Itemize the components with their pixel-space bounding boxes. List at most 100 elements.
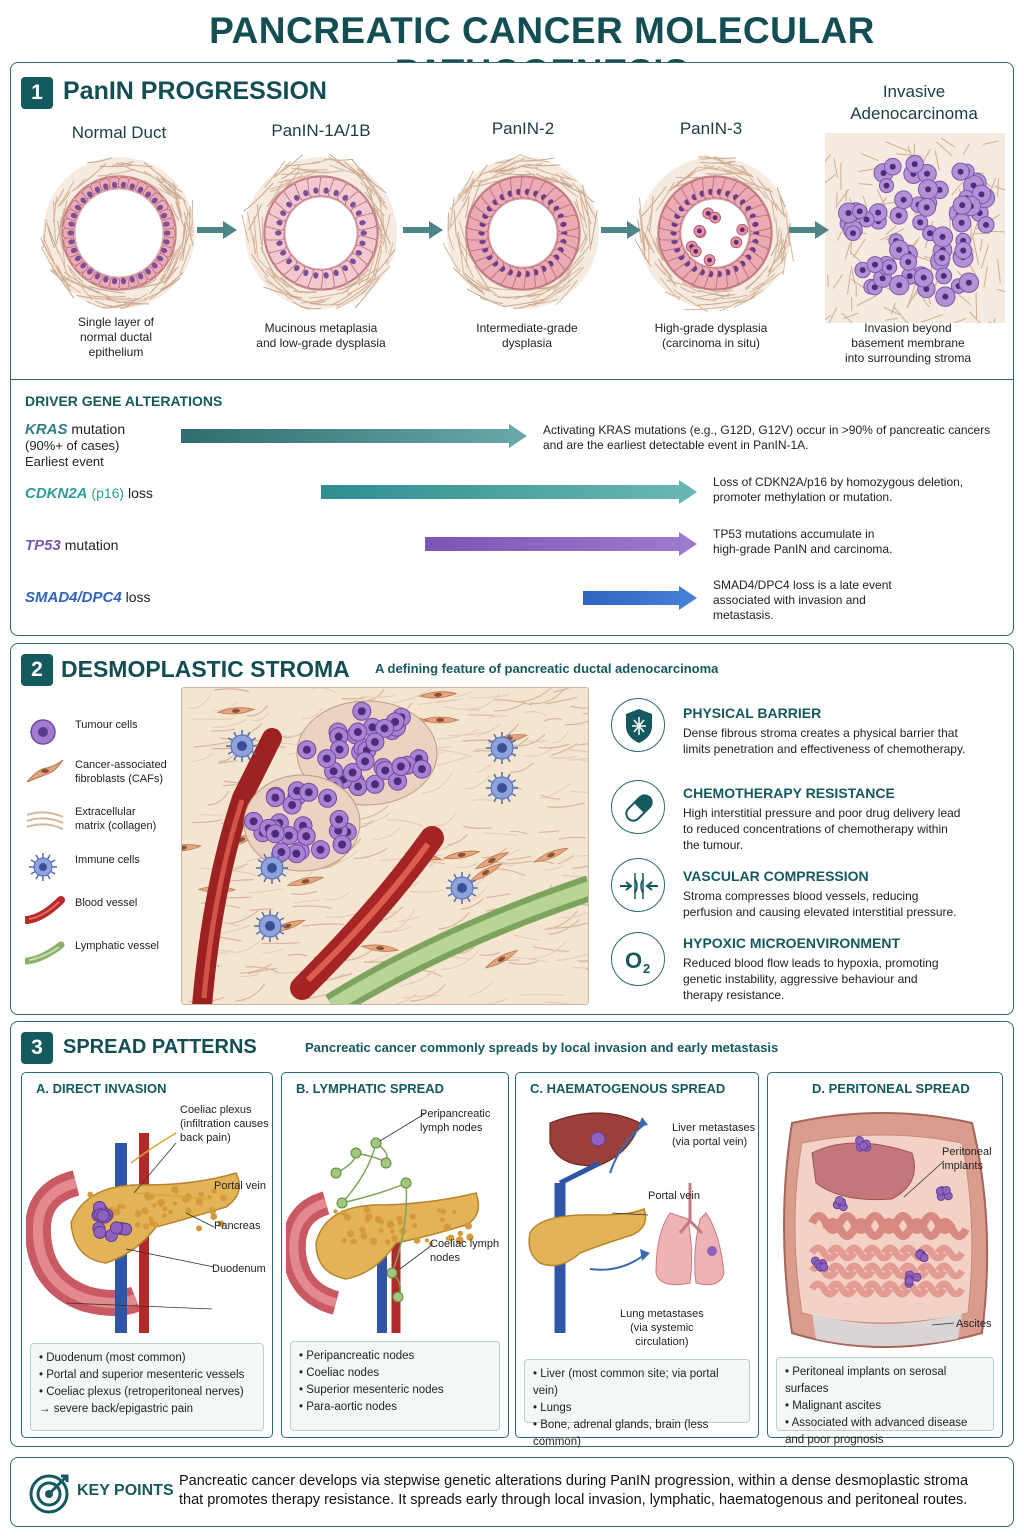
smad4-timeline-arrow: [583, 586, 697, 610]
panin3-illustration: [635, 154, 794, 312]
stage-label-panin3: PanIN-3: [679, 119, 743, 138]
feature-desc-chemo-resistance: High interstitial pressure and poor drug…: [683, 806, 961, 852]
blood-vessel-icon: [25, 896, 65, 924]
progression-arrow: [403, 221, 443, 239]
section-title: SPREAD PATTERNS: [63, 1036, 257, 1058]
section-subtitle: Pancreatic cancer commonly spreads by lo…: [305, 1040, 779, 1055]
feature-desc-physical-barrier: Dense fibrous stroma creates a physical …: [683, 726, 966, 756]
key-points-panel: KEY POINTS Pancreatic cancer develops vi…: [10, 1457, 1014, 1527]
section-number-badge: 3: [21, 1032, 53, 1064]
invasive-adenocarcinoma-illustration: [825, 133, 1005, 323]
gene-label-tp53: TP53 mutation: [25, 537, 119, 554]
section-title: PanIN PROGRESSION: [63, 77, 327, 105]
section-title: DESMOPLASTIC STROMA: [61, 656, 350, 682]
haematogenous-spread-illustration: [528, 1112, 725, 1333]
panin2-illustration: [443, 153, 599, 310]
annotation-liver-metastases: Liver metastases(via portal vein): [672, 1122, 756, 1148]
section-divider: [11, 379, 1013, 380]
route-title: B. LYMPHATIC SPREAD: [296, 1081, 445, 1096]
section-number-badge: 1: [21, 77, 53, 109]
feature-title-physical-barrier: PHYSICAL BARRIER: [683, 705, 822, 721]
feature-title-chemo-resistance: CHEMOTHERAPY RESISTANCE: [683, 785, 895, 801]
annotation-ascites: Ascites: [956, 1318, 992, 1330]
tumour-cell-icon: [30, 719, 56, 745]
section-subtitle: A defining feature of pancreatic ductal …: [375, 661, 719, 676]
normal-duct-illustration: [40, 157, 195, 310]
legend-immune-cells: Immune cells: [25, 849, 185, 885]
route-title: A. DIRECT INVASION: [36, 1081, 167, 1096]
annotation-pancreas: Pancreas: [214, 1220, 261, 1232]
annotation-portal-vein: Portal vein: [214, 1180, 266, 1192]
annotation-duodenum: Duodenum: [212, 1263, 266, 1275]
stage-label-panin2: PanIN-2: [491, 119, 555, 138]
panin-progression-panel: 1 PanIN PROGRESSION Normal Duct PanIN-1A…: [10, 62, 1014, 636]
feature-desc-hypoxic: Reduced blood flow leads to hypoxia, pro…: [683, 956, 939, 1002]
target-icon: [29, 1474, 69, 1514]
cdkn2a-description: Loss of CDKN2A/p16 by homozygous deletio…: [713, 475, 964, 504]
feature-title-hypoxic: HYPOXIC MICROENVIRONMENT: [683, 935, 901, 951]
direct-invasion-illustration: [26, 1132, 241, 1333]
shield-icon: [611, 698, 665, 752]
route-sites-list: • Peritoneal implants on serosal surface…: [776, 1357, 994, 1446]
route-title: C. HAEMATOGENOUS SPREAD: [530, 1081, 726, 1096]
gene-label-smad4: SMAD4/DPC4 loss: [25, 589, 151, 606]
feature-desc-vascular-compression: Stroma compresses blood vessels, reducin…: [683, 889, 957, 919]
key-points-label: KEY POINTS: [77, 1482, 174, 1499]
tp53-timeline-arrow: [425, 532, 697, 556]
stroma-illustration: [181, 687, 589, 1005]
progression-arrow: [197, 221, 237, 239]
spread-patterns-panel: 3 SPREAD PATTERNS Pancreatic cancer comm…: [10, 1021, 1014, 1448]
stroma-scene: [182, 688, 588, 1004]
collagen-icon: [26, 811, 64, 830]
svg-text:O: O: [625, 948, 642, 973]
desmoplastic-stroma-panel: 2 DESMOPLASTIC STROMA A defining feature…: [10, 643, 1014, 1015]
gene-label-kras: KRAS mutation (90%+ of cases) Earliest e…: [25, 421, 126, 469]
driver-genes-heading: DRIVER GENE ALTERATIONS: [25, 393, 223, 409]
section-number-badge: 2: [21, 654, 53, 686]
progression-arrow: [789, 221, 829, 239]
route-sites-list: • Peripancreatic nodes• Coeliac nodes• S…: [290, 1341, 500, 1431]
immune-cell-icon: [29, 853, 57, 881]
route-sites-list: • Liver (most common site; via portal ve…: [524, 1359, 750, 1448]
stage-desc-panin3: High-grade dysplasia(carcinoma in situ): [654, 321, 768, 350]
feature-title-vascular-compression: VASCULAR COMPRESSION: [683, 868, 869, 884]
stage-label-invasive: Invasive Adenocarcinoma: [850, 82, 978, 123]
key-points-text: Pancreatic cancer develops via stepwise …: [179, 1473, 969, 1508]
stage-label-normal: Normal Duct: [71, 123, 167, 142]
svg-text:2: 2: [643, 961, 650, 976]
kras-timeline-arrow: [181, 424, 527, 448]
panin1-illustration: [241, 153, 397, 310]
legend-blood-vessel: Blood vessel: [25, 892, 185, 928]
progression-arrow: [601, 221, 641, 239]
cdkn2a-timeline-arrow: [321, 480, 697, 504]
spread-route-haematogenous: C. HAEMATOGENOUS SPREAD Liver metastases…: [515, 1072, 759, 1448]
annotation-portal-vein: Portal vein: [648, 1190, 700, 1202]
legend-tumour-cells: Tumour cells: [25, 714, 185, 750]
route-sites-list: • Duodenum (most common)• Portal and sup…: [30, 1343, 264, 1431]
lymphatic-vessel-icon: [25, 941, 65, 965]
spread-route-direct-invasion: A. DIRECT INVASION Coeliac plexus(infilt…: [21, 1072, 273, 1438]
lymphatic-spread-illustration: [286, 1112, 480, 1333]
legend-lymphatic-vessel: Lymphatic vessel: [25, 935, 185, 971]
gene-label-cdkn2a: CDKN2A (p16) loss: [25, 485, 153, 502]
kras-description: Activating KRAS mutations (e.g., G12D, G…: [543, 423, 991, 452]
stage-label-panin1: PanIN-1A/1B: [271, 121, 371, 140]
compression-icon: [611, 858, 665, 912]
fibroblast-icon: [26, 759, 64, 783]
peritoneal-spread-illustration: [783, 1112, 989, 1348]
capsule-icon: [611, 780, 665, 834]
